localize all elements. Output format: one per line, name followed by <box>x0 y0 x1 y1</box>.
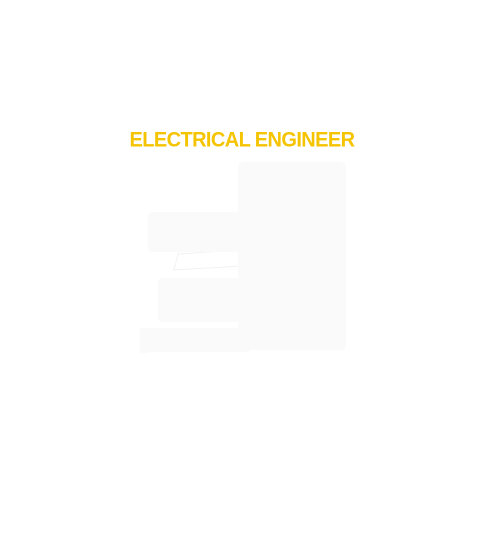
artwork-body <box>140 162 346 352</box>
design-title: ELECTRICAL ENGINEER <box>129 128 356 152</box>
faint-white-artwork <box>140 162 346 353</box>
